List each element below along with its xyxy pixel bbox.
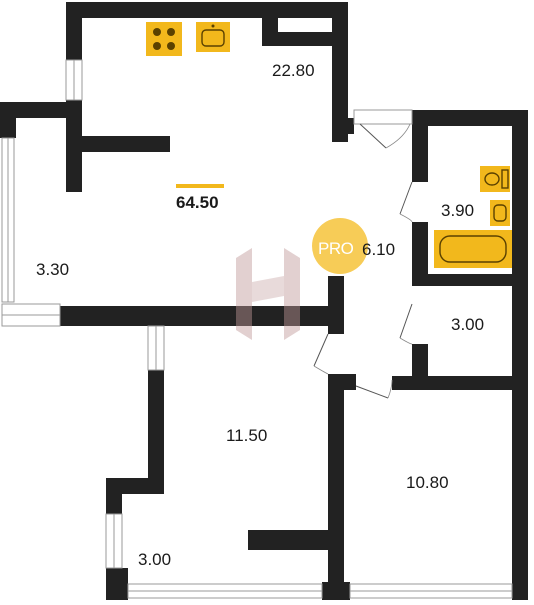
wall-bed1-left	[148, 370, 164, 492]
door-bedroom2	[355, 379, 393, 399]
wall-bath-left-lower	[412, 222, 428, 286]
room-area-bathroom: 3.90	[441, 201, 475, 220]
wall-hall-left	[328, 276, 344, 334]
wall-bottom-left	[106, 568, 128, 600]
stove-icon	[146, 22, 182, 56]
promo-badge-text: PRO	[318, 239, 354, 258]
wall-bed1-stub	[248, 530, 330, 550]
bathroom-sink-icon	[490, 200, 510, 226]
room-area-loggia-bottom: 3.00	[138, 550, 172, 569]
house-logo-icon	[236, 248, 300, 340]
wall-kitchen-stub	[66, 136, 170, 152]
wall-bath-left	[412, 110, 428, 182]
room-area-bedroom-2: 10.80	[406, 473, 449, 492]
kitchen-sink-icon	[196, 22, 230, 52]
wall-right-top	[412, 110, 528, 126]
wall-bedroom-divider-top	[328, 374, 356, 390]
room-area-toilet: 3.00	[451, 315, 485, 334]
wall-loggia-left-top	[0, 102, 16, 138]
promo-badge	[312, 218, 368, 274]
walls	[0, 2, 528, 600]
wall-mid-horizontal	[60, 306, 338, 326]
door-bathroom	[399, 181, 413, 223]
wall-loggia-top	[0, 102, 82, 118]
room-area-kitchen-living: 22.80	[272, 61, 315, 80]
room-area-hallway: 6.10	[362, 240, 396, 259]
wall-bath-toilet	[412, 274, 528, 286]
total-area-underline	[176, 184, 224, 188]
wall-bed1-left-low	[106, 478, 122, 514]
door-toilet	[399, 303, 413, 345]
room-area-loggia-left: 3.30	[36, 260, 70, 279]
wall-bottom-mid	[322, 582, 350, 600]
wall-kitchen-right-foot	[332, 118, 354, 134]
wall-toilet-left-lower	[412, 344, 428, 386]
door-bedroom1	[313, 333, 329, 375]
doors	[313, 109, 413, 399]
wall-kitchen-right	[332, 2, 348, 142]
fixtures	[146, 22, 512, 268]
wall-toilet-bottom	[392, 376, 528, 390]
total-area-label: 64.50	[176, 193, 219, 212]
windows	[1, 59, 513, 599]
wall-kitchen-left	[66, 2, 82, 60]
wall-niche-bottom	[262, 32, 348, 46]
wall-bedroom-divider	[328, 374, 344, 600]
toilet-icon	[480, 166, 510, 192]
wall-top-kitchen	[66, 2, 348, 18]
room-area-bedroom-1: 11.50	[226, 426, 268, 445]
wall-outer-right	[512, 110, 528, 600]
bathtub-icon	[434, 230, 512, 268]
door-entrance	[353, 109, 413, 149]
